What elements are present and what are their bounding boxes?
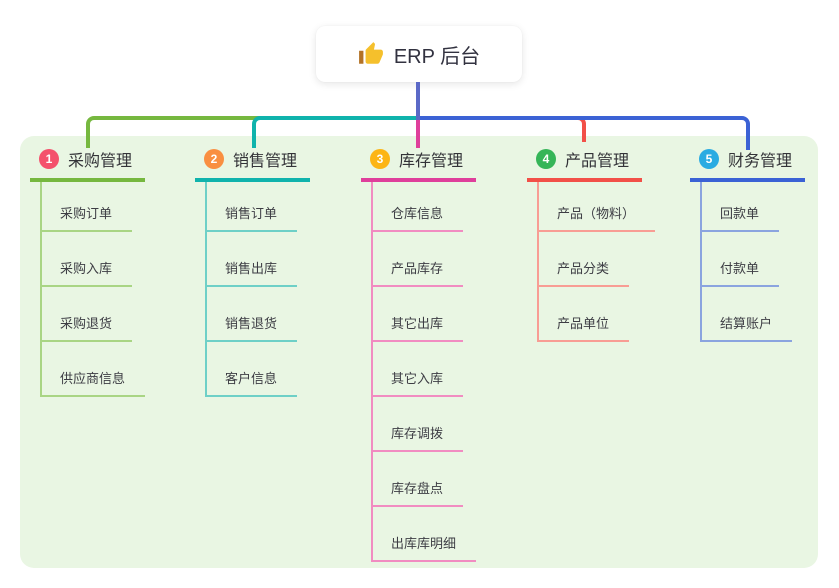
branch-sales: 2 销售管理 销售订单 销售出库 销售退货 客户信息 — [195, 144, 355, 397]
branch-label: 采购管理 — [68, 153, 133, 170]
connector-branch-5 — [420, 116, 750, 150]
child-node[interactable]: 库存调拨 — [373, 397, 464, 452]
child-node[interactable]: 客户信息 — [207, 342, 298, 397]
root-node-label: ERP 后台 — [393, 45, 481, 68]
thumbs-up-icon — [358, 42, 383, 64]
child-node[interactable]: 产品库存 — [373, 232, 464, 287]
connector-branch-3 — [416, 116, 420, 148]
child-node[interactable]: 采购入库 — [42, 232, 133, 287]
branch-sales-node[interactable]: 2 销售管理 — [195, 144, 310, 182]
branch-inventory-node[interactable]: 3 库存管理 — [361, 144, 476, 182]
branch-inventory-children: 仓库信息 产品库存 其它出库 其它入库 库存调拨 库存盘点 出库库明细 — [371, 182, 477, 562]
child-node[interactable]: 产品单位 — [539, 287, 630, 342]
branch-purchase-children: 采购订单 采购入库 采购退货 供应商信息 — [40, 182, 146, 397]
branch-sales-children: 销售订单 销售出库 销售退货 客户信息 — [205, 182, 298, 397]
branch-label: 库存管理 — [399, 153, 464, 170]
child-node[interactable]: 其它出库 — [373, 287, 464, 342]
child-node[interactable]: 其它入库 — [373, 342, 464, 397]
branch-number-badge: 2 — [204, 149, 224, 169]
child-node[interactable]: 采购订单 — [42, 182, 133, 232]
branch-number-badge: 3 — [370, 149, 390, 169]
child-node[interactable]: 销售出库 — [207, 232, 298, 287]
branch-label: 销售管理 — [233, 153, 298, 170]
branch-finance-node[interactable]: 5 财务管理 — [690, 144, 805, 182]
child-node[interactable]: 出库库明细 — [373, 507, 477, 562]
branch-product-node[interactable]: 4 产品管理 — [527, 144, 642, 182]
branches-panel — [20, 136, 818, 568]
child-node[interactable]: 供应商信息 — [42, 342, 146, 397]
branch-purchase: 1 采购管理 采购订单 采购入库 采购退货 供应商信息 — [30, 144, 190, 397]
branch-finance-children: 回款单 付款单 结算账户 — [700, 182, 793, 342]
child-node[interactable]: 产品（物料） — [539, 182, 656, 232]
branch-finance: 5 财务管理 回款单 付款单 结算账户 — [690, 144, 839, 342]
branch-product-children: 产品（物料） 产品分类 产品单位 — [537, 182, 656, 342]
child-node[interactable]: 回款单 — [702, 182, 780, 232]
child-node[interactable]: 付款单 — [702, 232, 780, 287]
root-connector — [416, 82, 420, 120]
branch-label: 产品管理 — [565, 153, 630, 170]
branch-number-badge: 5 — [699, 149, 719, 169]
child-node[interactable]: 结算账户 — [702, 287, 793, 342]
child-node[interactable]: 销售订单 — [207, 182, 298, 232]
child-node[interactable]: 产品分类 — [539, 232, 630, 287]
child-node[interactable]: 库存盘点 — [373, 452, 464, 507]
connector-branch-2 — [252, 116, 420, 148]
child-node[interactable]: 采购退货 — [42, 287, 133, 342]
child-node[interactable]: 销售退货 — [207, 287, 298, 342]
branch-product: 4 产品管理 产品（物料） 产品分类 产品单位 — [527, 144, 687, 342]
child-node[interactable]: 仓库信息 — [373, 182, 464, 232]
root-node[interactable]: ERP 后台 — [316, 26, 522, 82]
branch-label: 财务管理 — [728, 153, 793, 170]
branch-inventory: 3 库存管理 仓库信息 产品库存 其它出库 其它入库 库存调拨 库存盘点 出库库… — [361, 144, 521, 562]
branch-purchase-node[interactable]: 1 采购管理 — [30, 144, 145, 182]
branch-number-badge: 4 — [536, 149, 556, 169]
branch-number-badge: 1 — [39, 149, 59, 169]
